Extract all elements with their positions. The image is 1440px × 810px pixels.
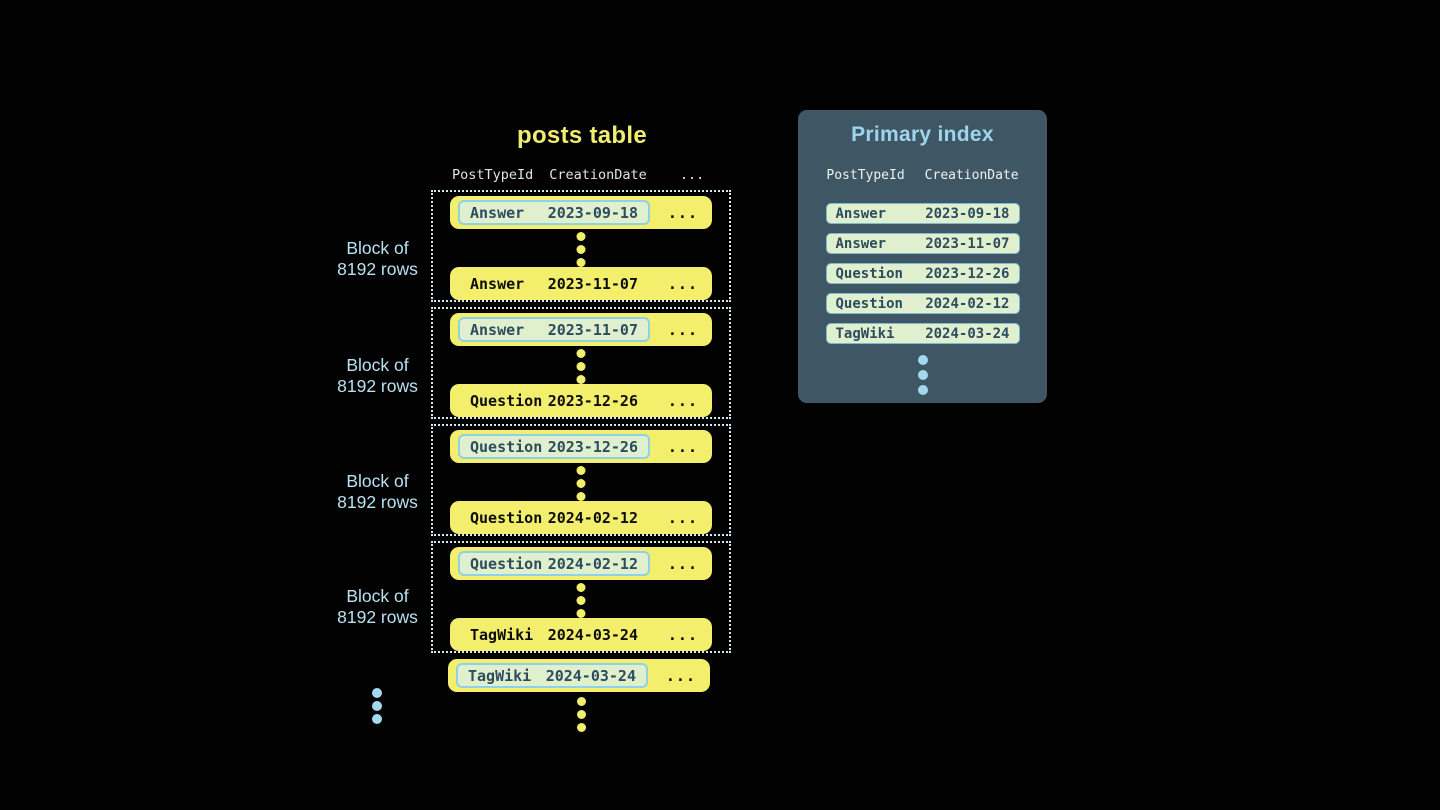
highlighted-index-entry: TagWiki 2024-03-24: [456, 663, 648, 688]
block-2-last-row: Question 2023-12-26 ...: [450, 384, 712, 417]
block-3-last-row: Question 2024-02-12 ...: [450, 501, 712, 534]
primary-index-title: Primary index: [851, 123, 994, 146]
row-date: 2024-03-24: [547, 625, 638, 644]
row-date: 2023-12-26: [547, 391, 638, 410]
block-1: Answer 2023-09-18 ... Answer 2023-11-07 …: [431, 190, 731, 302]
block-3-first-row: Question 2023-12-26 ...: [450, 430, 712, 463]
row-ellipsis: ...: [667, 320, 698, 339]
row-ellipsis: ...: [667, 625, 698, 644]
row-type: Question: [835, 295, 903, 312]
row-date: 2024-02-12: [547, 508, 638, 527]
index-entry: Answer 2023-09-18: [825, 203, 1020, 224]
row-type: TagWiki: [468, 666, 532, 685]
row-type: Answer: [835, 205, 887, 222]
row-date: 2024-02-12: [925, 295, 1010, 312]
row-type: Answer: [835, 235, 887, 252]
block-1-last-row: Answer 2023-11-07 ...: [450, 267, 712, 300]
posts-table-column-headers: PostTypeId CreationDate ...: [452, 167, 704, 183]
row-type: Question: [470, 554, 543, 573]
row-date: 2023-11-07: [925, 235, 1010, 252]
primary-index-column-headers: PostTypeId CreationDate: [798, 168, 1047, 183]
row-date: 2023-11-07: [547, 320, 638, 339]
row-date: 2023-09-18: [547, 203, 638, 222]
index-entry: TagWiki 2024-03-24: [825, 323, 1020, 344]
row-type: Answer: [470, 203, 525, 222]
block-3-label: Block of 8192 rows: [337, 471, 418, 512]
row-date: 2024-03-24: [545, 666, 636, 685]
next-block-first-row: TagWiki 2024-03-24 ...: [448, 659, 710, 692]
more-rows-dots: [577, 697, 586, 732]
block-1-label: Block of 8192 rows: [337, 238, 418, 279]
row-date: 2024-02-12: [547, 554, 638, 573]
block-4-label: Block of 8192 rows: [337, 586, 418, 627]
rows-omitted-dots: [576, 466, 586, 501]
row-ellipsis: ...: [667, 203, 698, 222]
row-ellipsis: ...: [665, 666, 696, 685]
rows-omitted-dots: [576, 232, 586, 267]
rows-omitted-dots: [576, 583, 586, 618]
highlighted-index-entry: Answer 2023-09-18: [458, 200, 650, 225]
row-type: Question: [470, 437, 543, 456]
primary-index-rows: Answer 2023-09-18 Answer 2023-11-07 Ques…: [798, 203, 1047, 344]
row-type: Answer: [470, 274, 525, 293]
row-ellipsis: ...: [667, 508, 698, 527]
column-header-ellipsis: ...: [679, 167, 705, 183]
block-4-last-row: TagWiki 2024-03-24 ...: [450, 618, 712, 651]
block-4: Question 2024-02-12 ... TagWiki 2024-03-…: [431, 541, 731, 653]
block-2-first-row: Answer 2023-11-07 ...: [450, 313, 712, 346]
index-entry: Question 2023-12-26: [825, 263, 1020, 284]
column-header-posttypeid: PostTypeId: [452, 167, 534, 183]
row-date: 2023-09-18: [925, 205, 1010, 222]
column-header-creationdate: CreationDate: [924, 168, 1019, 183]
row-type: Question: [470, 508, 543, 527]
row-ellipsis: ...: [667, 554, 698, 573]
block-3: Question 2023-12-26 ... Question 2024-02…: [431, 424, 731, 536]
index-entry: Question 2024-02-12: [825, 293, 1020, 314]
row-type: Question: [835, 265, 903, 282]
row-date: 2023-12-26: [547, 437, 638, 456]
row-ellipsis: ...: [667, 391, 698, 410]
block-2: Answer 2023-11-07 ... Question 2023-12-2…: [431, 307, 731, 419]
row-ellipsis: ...: [667, 437, 698, 456]
column-header-posttypeid: PostTypeId: [826, 168, 905, 183]
highlighted-index-entry: Answer 2023-11-07: [458, 317, 650, 342]
primary-index-panel: Primary index PostTypeId CreationDate An…: [798, 110, 1047, 403]
block-1-first-row: Answer 2023-09-18 ...: [450, 196, 712, 229]
column-header-creationdate: CreationDate: [549, 167, 647, 183]
row-type: Answer: [470, 320, 525, 339]
row-type: TagWiki: [470, 625, 534, 644]
row-type: Question: [470, 391, 543, 410]
index-entry: Answer 2023-11-07: [825, 233, 1020, 254]
highlighted-index-entry: Question 2024-02-12: [458, 551, 650, 576]
row-ellipsis: ...: [667, 274, 698, 293]
more-blocks-dots: [372, 688, 382, 724]
block-4-first-row: Question 2024-02-12 ...: [450, 547, 712, 580]
row-type: TagWiki: [835, 325, 895, 342]
block-2-label: Block of 8192 rows: [337, 355, 418, 396]
posts-table-title: posts table: [517, 122, 647, 149]
row-date: 2023-11-07: [547, 274, 638, 293]
row-date: 2023-12-26: [925, 265, 1010, 282]
row-date: 2024-03-24: [925, 325, 1010, 342]
highlighted-index-entry: Question 2023-12-26: [458, 434, 650, 459]
more-index-entries-dots: [917, 355, 928, 395]
rows-omitted-dots: [576, 349, 586, 384]
